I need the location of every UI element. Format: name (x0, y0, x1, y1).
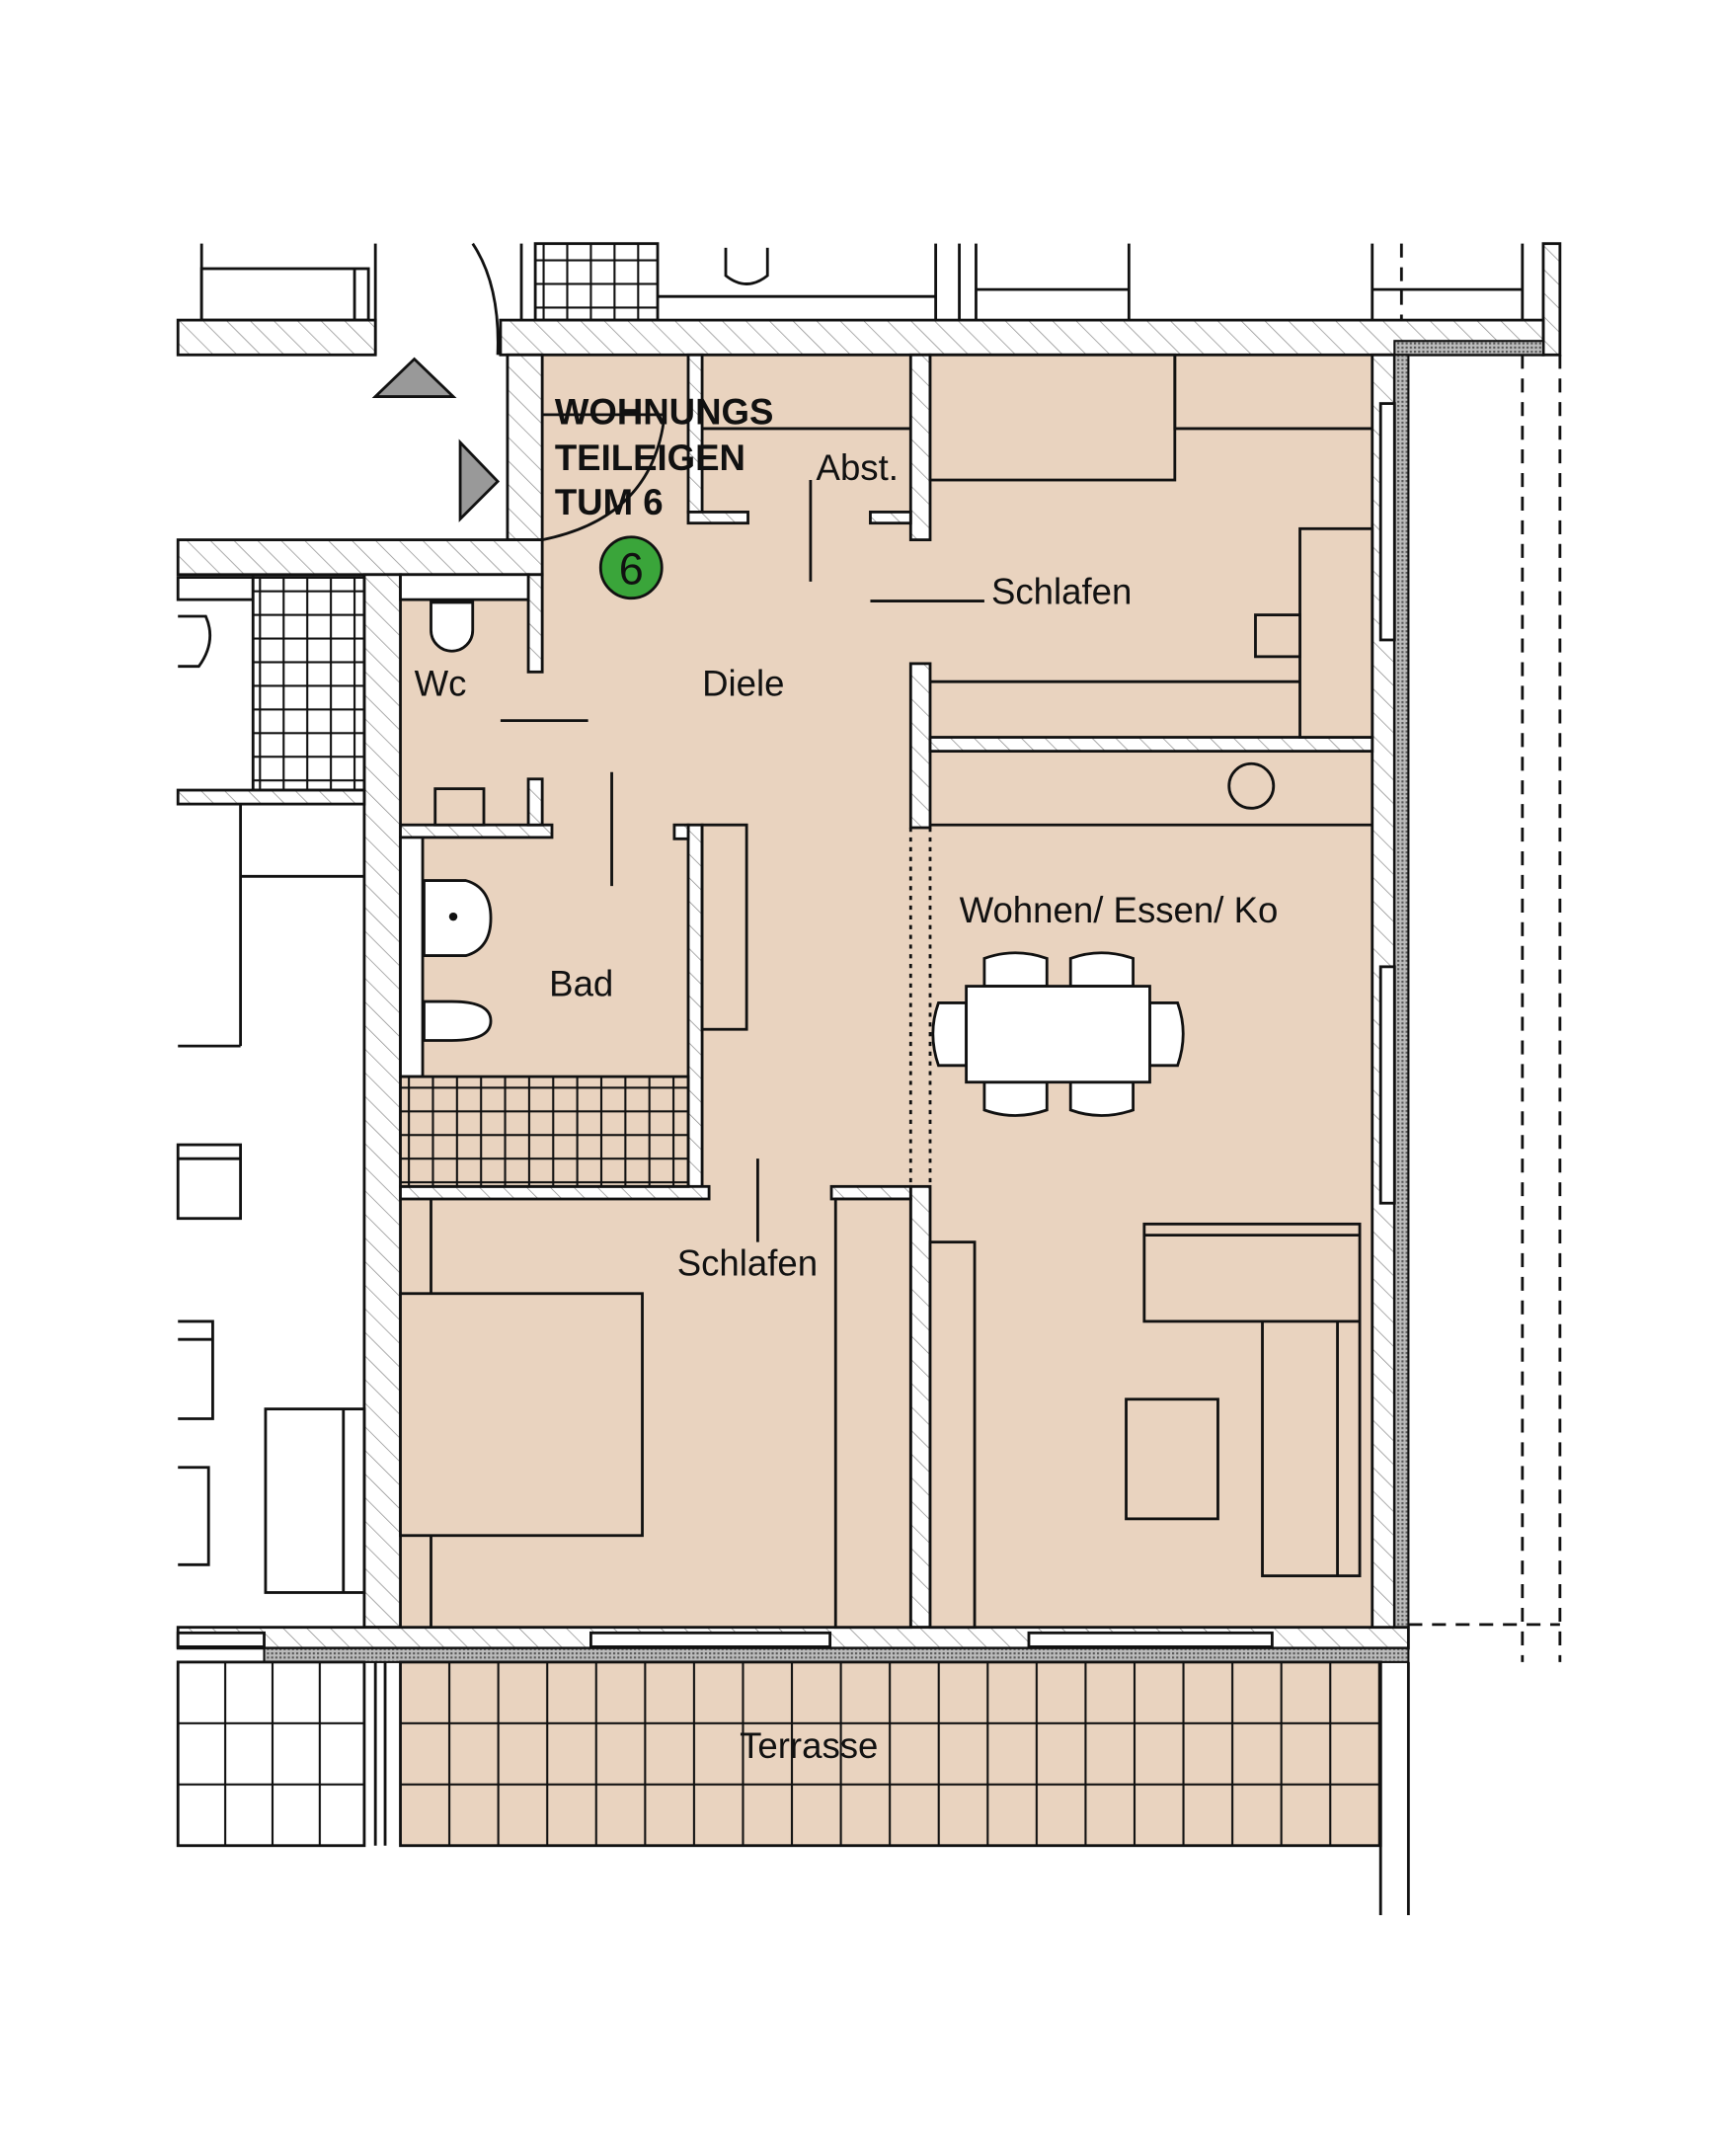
terrace (176, 1660, 1410, 1916)
east-outline (1399, 243, 1562, 1662)
walls (176, 318, 1545, 1663)
room-label-wc: Wc (415, 663, 467, 703)
room-label-wohnen: Wohnen/ Essen/ Ko (960, 890, 1279, 930)
door-lines (500, 413, 984, 1242)
unit-title-line1: WOHNUNGS (555, 392, 774, 433)
unit-number: 6 (619, 544, 644, 595)
bathroom-fixtures (399, 573, 690, 1188)
unit-title-line3: TUM 6 (555, 482, 664, 522)
room-label-diele: Diele (702, 663, 784, 703)
room-label-schlafen-1: Schlafen (991, 571, 1132, 611)
unit-number-badge: 6 (598, 535, 664, 600)
room-label-abst: Abst. (817, 447, 899, 488)
dining-table (931, 951, 1185, 1117)
furniture (399, 353, 1374, 1630)
room-label-schlafen-2: Schlafen (677, 1242, 818, 1283)
room-label-bad: Bad (549, 963, 613, 1003)
room-label-terrasse: Terrasse (740, 1725, 878, 1766)
neighbour-west (176, 357, 501, 1594)
unit-title-line2: TEILEIGEN (555, 438, 745, 478)
